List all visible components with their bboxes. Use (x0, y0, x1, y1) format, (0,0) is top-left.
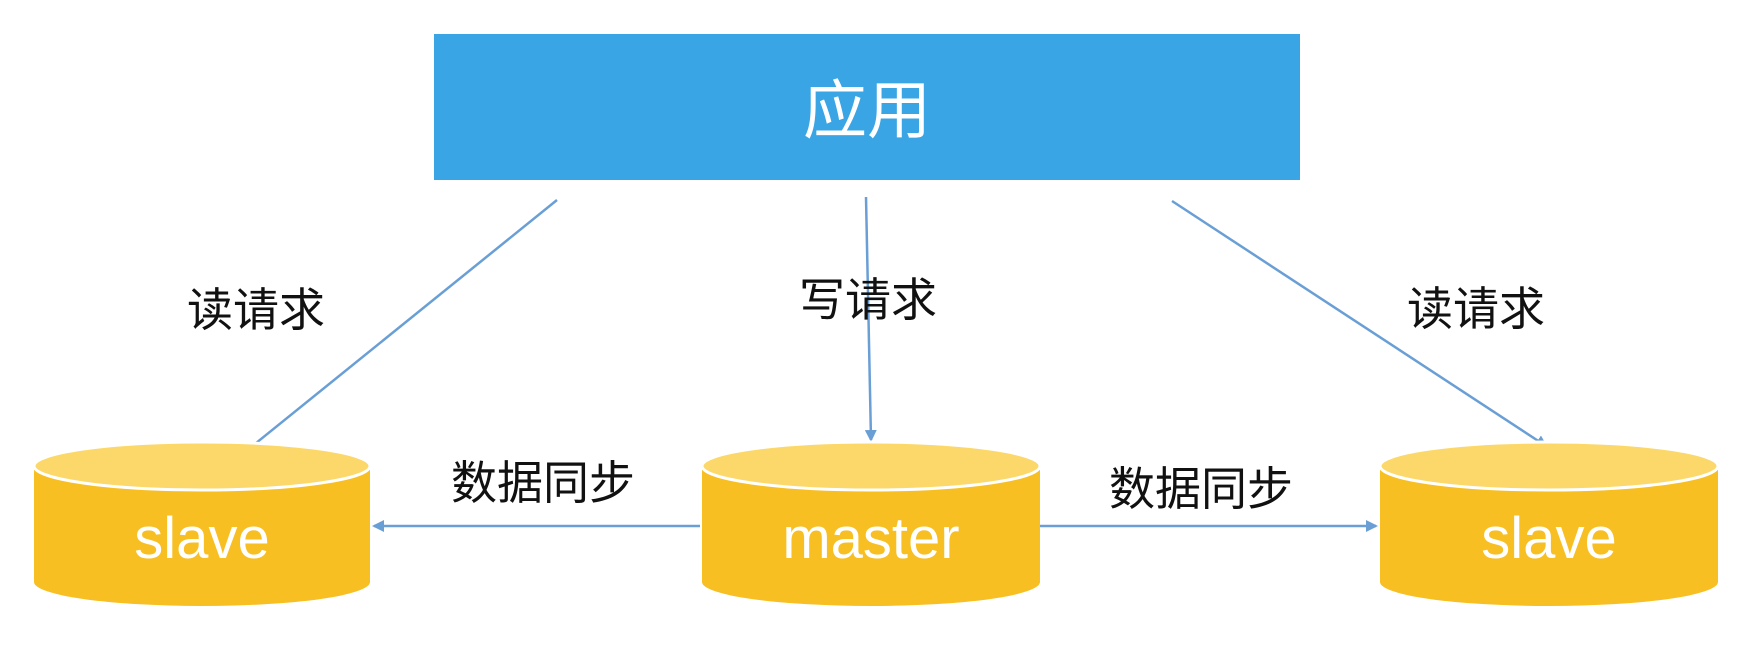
app-box-rect (434, 34, 1300, 180)
master-db: master (700, 440, 1042, 606)
sync-label-right: 数据同步 (1109, 462, 1293, 516)
master-label: master (782, 506, 959, 571)
app-label: 应用 (803, 75, 931, 149)
write-arrow (864, 196, 877, 442)
slave-right-label: slave (1481, 506, 1616, 571)
app-box: 应用 (434, 34, 1300, 180)
db-cylinder-top (1378, 440, 1720, 492)
slave-left-label: slave (134, 506, 269, 571)
read-request-label-right: 读请求 (1407, 282, 1545, 336)
read-request-label-left: 读请求 (187, 283, 325, 337)
arrows (238, 196, 1548, 532)
db-cylinder-body (702, 466, 1040, 606)
db-cylinder-body (1380, 466, 1718, 606)
read-right-arrow (1171, 199, 1548, 448)
slave-db-left: slave (32, 440, 372, 606)
read-left-arrow (238, 199, 558, 458)
db-cylinder-top (700, 440, 1042, 492)
slave-db-right: slave (1378, 440, 1720, 606)
sync-label-left: 数据同步 (451, 456, 635, 510)
db-cylinder-body (34, 466, 370, 606)
write-request-label: 写请求 (799, 273, 937, 327)
db-cylinder-top (32, 440, 372, 492)
